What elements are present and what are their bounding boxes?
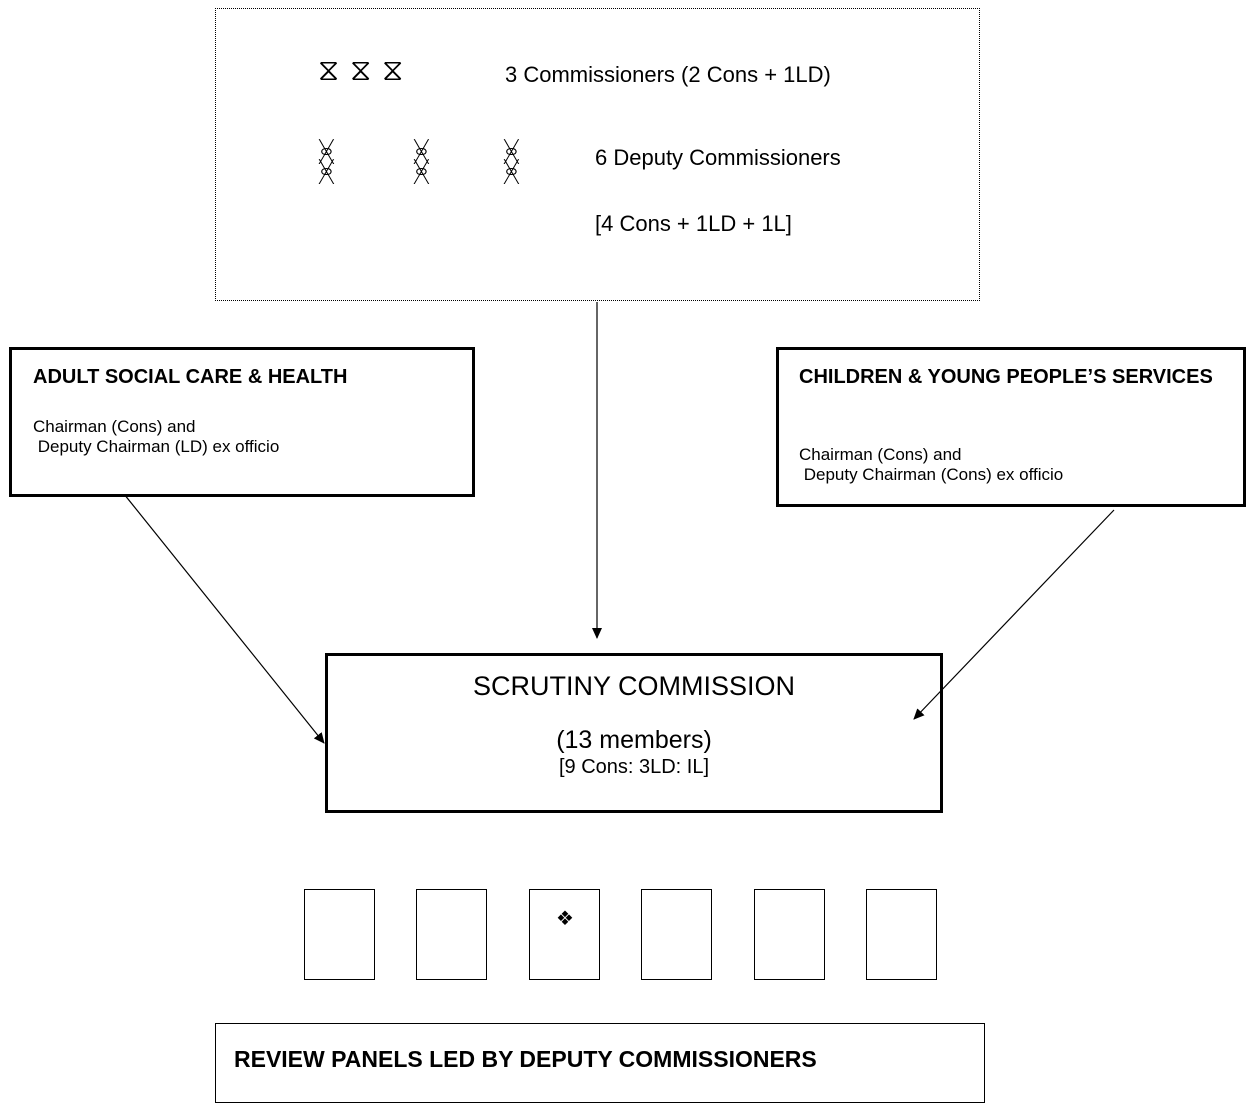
- review-panel-box: [416, 889, 487, 980]
- butterfly-icon: ᚸ: [503, 135, 520, 168]
- adult-social-care-box: ADULT SOCIAL CARE & HEALTH Chairman (Con…: [9, 347, 475, 497]
- diamond-marker-icon: ❖: [556, 906, 574, 930]
- review-panels-box: REVIEW PANELS LED BY DEPUTY COMMISSIONER…: [215, 1023, 985, 1103]
- butterfly-icon: ᚸ: [318, 135, 335, 168]
- commission-title: SCRUTINY COMMISSION: [472, 671, 796, 701]
- review-panel-box: [866, 889, 937, 980]
- commissioners-text: 3 Commissioners (2 Cons + 1LD): [505, 62, 831, 87]
- commissioners-icons: ⧖ ⧖ ⧖: [318, 56, 403, 86]
- butterfly-icon: ᚸ: [413, 135, 430, 168]
- bowtie-icon: ⧖: [382, 53, 404, 88]
- review-panel-box: [304, 889, 375, 980]
- deputy-text: 6 Deputy Commissioners: [595, 145, 841, 170]
- review-panel-box: ❖: [529, 889, 600, 980]
- butterfly-icon: ᚸ: [503, 155, 520, 188]
- review-panel-box: [754, 889, 825, 980]
- arrow-left-to-commission: [123, 493, 325, 744]
- arrow-right-to-commission: [913, 509, 1115, 720]
- commission-members: (13 members): [556, 726, 712, 754]
- bowtie-icon: ⧖: [318, 53, 340, 88]
- review-panels-title: REVIEW PANELS LED BY DEPUTY COMMISSIONER…: [234, 1046, 817, 1072]
- review-panel-box: [641, 889, 712, 980]
- commission-split: [9 Cons: 3LD: IL]: [558, 756, 710, 778]
- children-young-people-body: Chairman (Cons) and Deputy Chairman (Con…: [799, 445, 1064, 484]
- bowtie-icon: ⧖: [350, 53, 372, 88]
- butterfly-icon: ᚸ: [318, 155, 335, 188]
- deputy-split: [4 Cons + 1LD + 1L]: [595, 211, 792, 236]
- children-young-people-box: CHILDREN & YOUNG PEOPLE’S SERVICES Chair…: [776, 347, 1246, 507]
- adult-social-care-title: ADULT SOCIAL CARE & HEALTH: [33, 366, 348, 388]
- children-young-people-title: CHILDREN & YOUNG PEOPLE’S SERVICES: [799, 366, 1213, 388]
- adult-social-care-body: Chairman (Cons) and Deputy Chairman (LD)…: [33, 417, 280, 456]
- scrutiny-commission-box: SCRUTINY COMMISSION (13 members) [9 Cons…: [325, 653, 943, 813]
- commissioners-box: [215, 8, 980, 301]
- butterfly-icon: ᚸ: [413, 155, 430, 188]
